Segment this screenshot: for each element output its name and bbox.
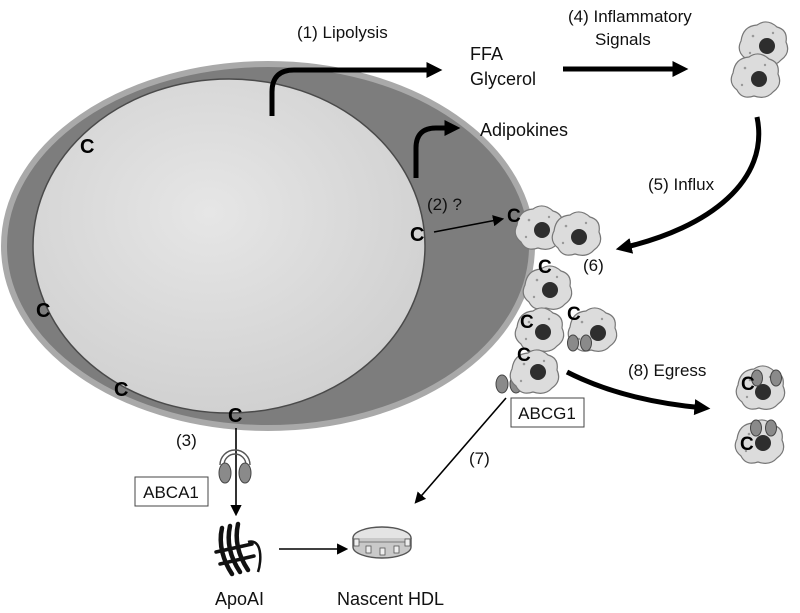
cholesterol-mark: C <box>507 206 521 227</box>
step2-arrow <box>433 215 505 233</box>
macrophage-cell <box>551 211 602 256</box>
lipolysis-arrow <box>269 61 443 116</box>
influx-label: (5) Influx <box>648 175 715 194</box>
abca1-label: ABCA1 <box>143 483 199 502</box>
apoai-label: ApoAI <box>215 589 264 609</box>
macrophage-group <box>509 21 789 464</box>
abcg1-label-box: ABCG1 <box>510 397 585 428</box>
step2-label: (2) ? <box>427 195 462 214</box>
step7-label: (7) <box>469 449 490 468</box>
lipolysis-label: (1) Lipolysis <box>297 23 388 42</box>
macrophage-cell <box>514 307 565 352</box>
cholesterol-mark: C <box>740 434 754 455</box>
macrophage-cholesterol-marks: C C C C C C C <box>507 206 755 455</box>
cholesterol-mark: C <box>114 379 128 401</box>
step3-label: (3) <box>176 431 197 450</box>
inflammatory-label-line2: Signals <box>595 30 651 49</box>
cholesterol-mark: C <box>410 224 424 246</box>
cholesterol-mark: C <box>538 257 552 278</box>
cholesterol-marks: C C C C C <box>36 136 424 427</box>
abcg1-label: ABCG1 <box>518 404 576 423</box>
nascent-hdl-label: Nascent HDL <box>337 589 444 609</box>
macrophage-cell <box>522 265 573 310</box>
apoai-protein <box>214 521 262 577</box>
egress-arrow <box>565 369 711 416</box>
abca1-label-box: ABCA1 <box>134 476 209 507</box>
influx-arrow <box>615 116 762 254</box>
cholesterol-mark: C <box>567 304 581 325</box>
macrophage-cell <box>730 53 781 98</box>
macrophage-cell <box>509 349 560 394</box>
macrophage-cell <box>514 205 565 250</box>
cholesterol-mark: C <box>36 300 50 322</box>
lipid-droplet <box>32 78 426 414</box>
step6-label: (6) <box>583 256 604 275</box>
cholesterol-mark: C <box>517 345 531 366</box>
cholesterol-mark: C <box>520 312 534 333</box>
cholesterol-mark: C <box>228 405 242 427</box>
nascent-hdl-particle <box>352 526 412 559</box>
abca1-transporter <box>218 449 252 484</box>
macrophage-transporters <box>567 334 782 437</box>
ffa-label: FFA <box>470 44 503 64</box>
glycerol-label: Glycerol <box>470 69 536 89</box>
adipokines-arrow <box>413 119 461 178</box>
adipocyte <box>1 61 535 431</box>
macrophage-cell <box>738 21 789 66</box>
abcg1-to-hdl-arrow <box>414 397 507 504</box>
cholesterol-mark: C <box>741 374 755 395</box>
egress-label: (8) Egress <box>628 361 706 380</box>
adipokines-label: Adipokines <box>480 120 568 140</box>
inflammatory-label-line1: (4) Inflammatory <box>568 7 692 26</box>
cholesterol-mark: C <box>80 136 94 158</box>
